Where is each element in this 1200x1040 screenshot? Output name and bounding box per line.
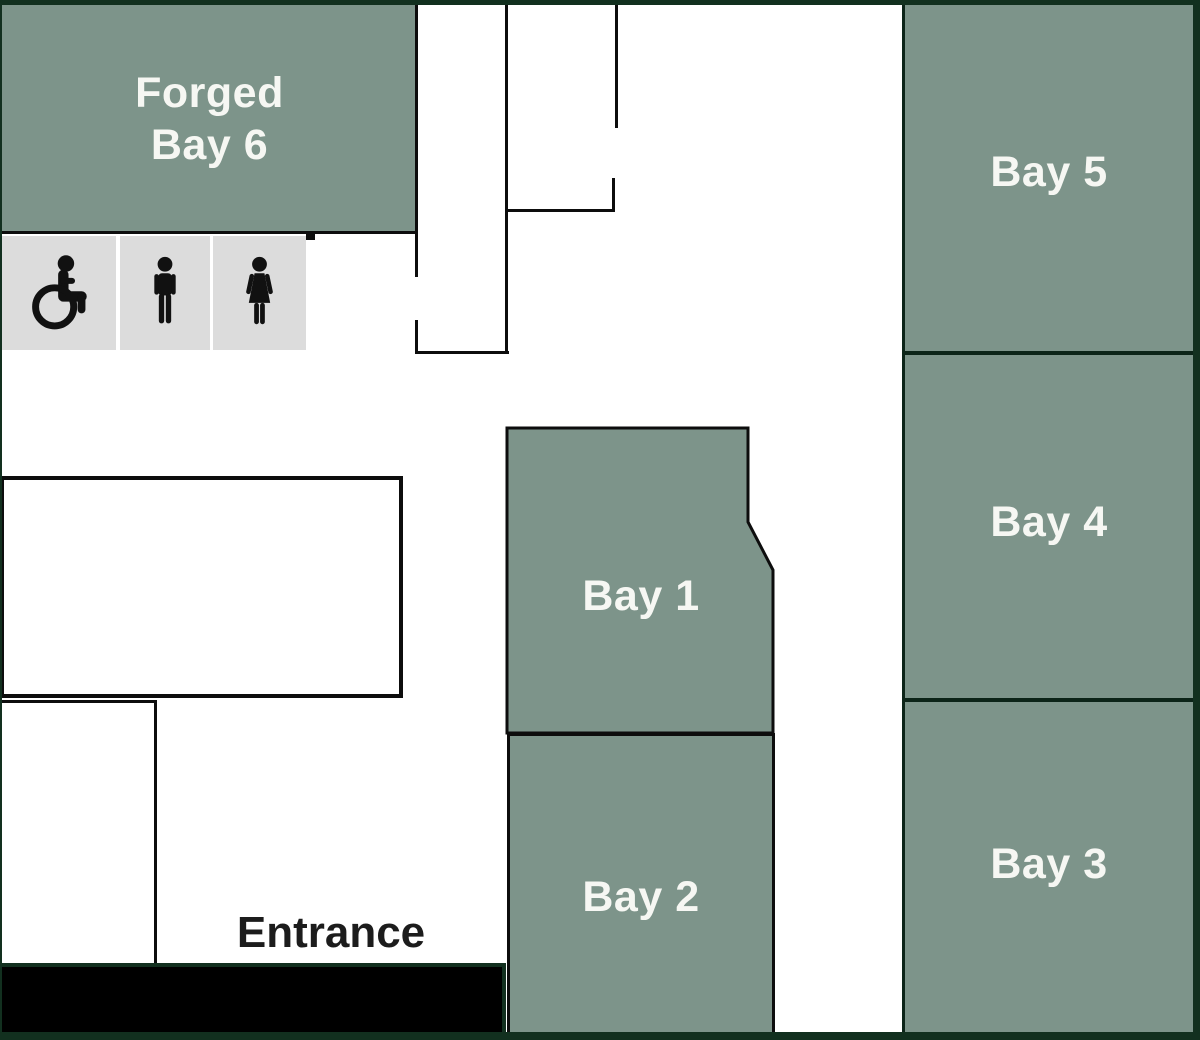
mens-restroom-icon <box>154 256 176 324</box>
bay-5-label: Bay 5 <box>990 148 1108 196</box>
wall-top-room-right-upper <box>615 0 618 128</box>
wall-entrance-hall-top <box>0 700 157 703</box>
bay-forged-bay-6: Forged Bay 6 <box>2 5 417 233</box>
outer-wall-bottom <box>0 1032 1200 1040</box>
wall-corridor-right <box>505 0 508 354</box>
wheelchair-accessible-icon <box>32 255 87 330</box>
bay-3-label: Bay 3 <box>990 840 1108 888</box>
bay-4-label: Bay 4 <box>990 498 1108 546</box>
wall-restroom-end-stub <box>306 231 315 240</box>
unlabeled-room <box>0 476 403 698</box>
bay-column-right: Bay 5 Bay 4 Bay 3 <box>902 5 1193 1032</box>
outer-wall-top <box>0 0 1200 5</box>
bay-forged-bay-6-label-line2: Bay 6 <box>150 121 269 169</box>
wall-corridor-left-lower <box>415 320 418 354</box>
bay-forged-bay-6-label: Forged Bay 6 <box>135 67 284 172</box>
wall-under-bay6 <box>0 231 417 234</box>
bay-1 <box>505 426 775 735</box>
wall-top-room-bottom <box>505 209 615 212</box>
wall-corridor-bottom <box>415 351 509 354</box>
outer-wall-right <box>1193 0 1200 1040</box>
restroom-accessible <box>2 236 116 350</box>
bay4-bay3-divider-wall <box>905 698 1193 702</box>
wall-top-room-right-lower <box>612 178 615 212</box>
bay5-bay4-divider-wall <box>905 351 1193 355</box>
bay-2 <box>507 733 775 1040</box>
bay-1-label: Bay 1 <box>582 572 700 620</box>
entrance-label: Entrance <box>236 908 426 957</box>
bay-2-label: Bay 2 <box>582 873 700 921</box>
entrance-bar <box>0 963 506 1040</box>
wall-corridor-left-upper <box>415 0 418 277</box>
restroom-womens <box>213 236 306 350</box>
restroom-mens <box>120 236 210 350</box>
wall-entrance-hall-right <box>154 700 157 968</box>
outer-wall-left <box>0 0 2 1040</box>
bay-forged-bay-6-label-line1: Forged <box>135 68 284 117</box>
womens-restroom-icon <box>246 256 273 325</box>
